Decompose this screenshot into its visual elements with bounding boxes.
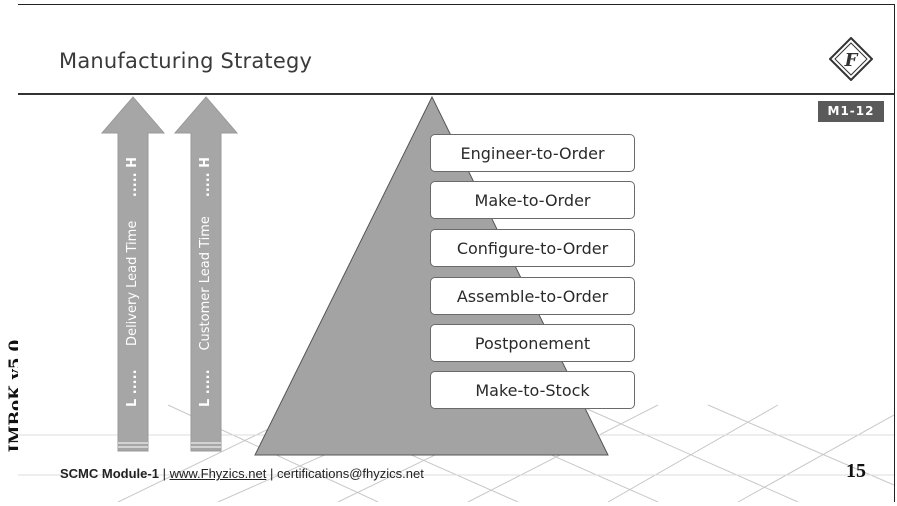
arrow-label-delivery: L ..... Delivery Lead Time ..... H bbox=[122, 157, 144, 407]
module-name: SCMC Module-1 bbox=[60, 466, 159, 481]
page-number: 15 bbox=[846, 460, 866, 482]
slide-code-badge: M1-12 bbox=[818, 101, 884, 122]
floor-grid bbox=[18, 95, 894, 502]
arrow-customer-lead-time bbox=[173, 96, 239, 452]
svg-text:F: F bbox=[844, 50, 859, 71]
strategy-postponement: Postponement bbox=[430, 324, 635, 362]
strategy-make-to-stock: Make-to-Stock bbox=[430, 371, 635, 409]
slide: Manufacturing Strategy F M1-12 L ..... D… bbox=[18, 4, 895, 502]
low-marker: L ..... bbox=[125, 369, 140, 407]
low-marker: L ..... bbox=[198, 369, 213, 407]
strategy-engineer-to-order: Engineer-to-Order bbox=[430, 134, 635, 172]
high-marker: ..... H bbox=[198, 157, 213, 198]
title-divider bbox=[18, 93, 894, 95]
arrow-label-customer: L ..... Customer Lead Time ..... H bbox=[195, 157, 217, 407]
strategy-make-to-order: Make-to-Order bbox=[430, 181, 635, 219]
email-address: certifications@fhyzics.net bbox=[276, 466, 424, 481]
arrow-delivery-lead-time bbox=[100, 96, 166, 452]
separator: | bbox=[266, 466, 277, 481]
strategy-assemble-to-order: Assemble-to-Order bbox=[430, 277, 635, 315]
pyramid bbox=[254, 95, 609, 456]
high-marker: ..... H bbox=[125, 157, 140, 198]
customer-lead-time-label: Customer Lead Time bbox=[198, 216, 213, 351]
footer: SCMC Module-1 | www.Fhyzics.net | certif… bbox=[60, 466, 424, 481]
website-link[interactable]: www.Fhyzics.net bbox=[169, 466, 267, 481]
strategy-configure-to-order: Configure-to-Order bbox=[430, 229, 635, 267]
slide-title: Manufacturing Strategy bbox=[59, 49, 313, 73]
brand-logo-icon: F bbox=[829, 37, 873, 81]
separator: | bbox=[158, 466, 170, 481]
delivery-lead-time-label: Delivery Lead Time bbox=[125, 220, 140, 346]
